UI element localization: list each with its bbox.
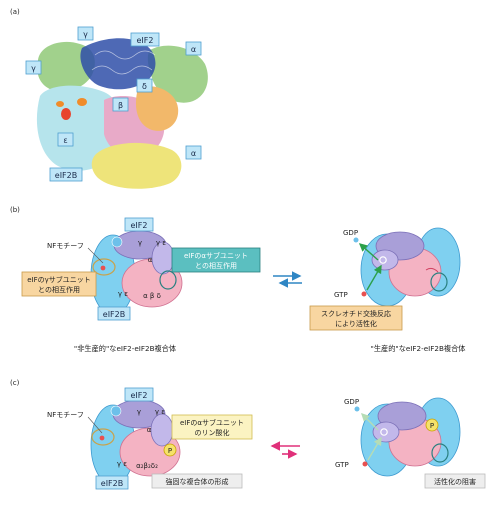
- alpha-phosphorylation-note: eIFのαサブユニット のリン酸化: [171, 414, 253, 440]
- activation-inhibition-note: 活性化の阻害: [424, 473, 486, 489]
- structure-label-epsilon: ε: [57, 132, 74, 147]
- gdp-label-b: GDP: [343, 229, 358, 237]
- caption-nonproductive: "非生産的"なeIF2-eIF2B複合体: [74, 344, 176, 353]
- svg-text:活性化の阻害: 活性化の阻害: [434, 477, 476, 486]
- svg-text:eIFのγサブユニット: eIFのγサブユニット: [27, 275, 91, 284]
- svg-text:スクレオチド交換反応: スクレオチド交換反応: [321, 309, 391, 318]
- svg-text:γ ε: γ ε: [155, 408, 165, 416]
- svg-text:β: β: [118, 101, 123, 110]
- svg-text:γ: γ: [137, 408, 141, 416]
- svg-text:γ: γ: [31, 64, 36, 73]
- svg-text:により活性化: により活性化: [335, 319, 377, 328]
- svg-text:eIF2B: eIF2B: [101, 479, 123, 488]
- caption-productive: "生産的"なeIF2-eIF2B複合体: [371, 344, 466, 353]
- complex-c-left: P γ γ ε α γ ε α₂β₂δ₂: [90, 399, 181, 486]
- svg-text:P: P: [168, 447, 172, 455]
- svg-text:δ: δ: [142, 82, 147, 91]
- structure-label-beta: β: [112, 97, 129, 112]
- svg-text:との相互作用: との相互作用: [195, 261, 237, 270]
- complex-b-right: [358, 227, 461, 307]
- svg-text:γ: γ: [83, 30, 88, 39]
- svg-text:のリン酸化: のリン酸化: [195, 428, 230, 437]
- svg-text:eIF2B: eIF2B: [55, 171, 77, 180]
- svg-text:γ ε: γ ε: [156, 239, 166, 247]
- eif2b-label-c: eIF2B: [95, 475, 129, 490]
- structure-label-delta: δ: [136, 78, 153, 93]
- eif2-label-b: eIF2: [124, 217, 154, 232]
- nf-motif-label-c: NFモチーフ: [47, 411, 84, 419]
- alpha-interaction-note: eIFのαサブユニット との相互作用: [171, 247, 261, 273]
- svg-text:強固な複合体の形成: 強固な複合体の形成: [166, 477, 229, 486]
- svg-text:γ: γ: [138, 239, 142, 247]
- svg-text:α: α: [191, 149, 196, 158]
- svg-text:γ ε: γ ε: [118, 290, 128, 298]
- nucleotide-exchange-note: スクレオチド交換反応 により活性化: [309, 305, 403, 331]
- gamma-interaction-note: eIFのγサブユニット との相互作用: [21, 271, 97, 297]
- structure-label-eif2: eIF2: [130, 32, 160, 47]
- structure-label-alpha-top: α: [185, 41, 202, 56]
- svg-text:α: α: [147, 426, 152, 434]
- svg-text:eIF2: eIF2: [131, 391, 148, 400]
- svg-text:との相互作用: との相互作用: [38, 285, 80, 294]
- nf-motif-label-b: NFモチーフ: [47, 242, 84, 250]
- equilibrium-arrows-c: [270, 441, 300, 459]
- structure-label-alpha-bottom: α: [185, 145, 202, 160]
- complex-c-right: P: [360, 397, 461, 477]
- eif2-label-c: eIF2: [124, 387, 154, 402]
- structure-label-gamma-top: γ: [77, 26, 94, 41]
- complex-b-left: γ γ ε α γ ε α β δ: [90, 230, 183, 316]
- svg-text:ε: ε: [63, 136, 67, 145]
- gtp-label-c: GTP: [335, 461, 349, 469]
- svg-text:γ ε: γ ε: [117, 460, 127, 468]
- panel-c-label: (c): [10, 379, 20, 387]
- gtp-label-b: GTP: [334, 291, 348, 299]
- panel-b-label: (b): [10, 206, 20, 214]
- svg-text:eIFのαサブユニット: eIFのαサブユニット: [184, 251, 248, 260]
- structure-label-gamma-left: γ: [25, 60, 42, 75]
- svg-text:eIFのαサブユニット: eIFのαサブユニット: [180, 418, 244, 427]
- svg-text:α: α: [191, 45, 196, 54]
- svg-text:eIF2: eIF2: [137, 36, 154, 45]
- svg-text:eIF2: eIF2: [131, 221, 148, 230]
- svg-text:P: P: [430, 422, 434, 430]
- structure-label-eif2b: eIF2B: [49, 167, 83, 182]
- svg-text:α₂β₂δ₂: α₂β₂δ₂: [136, 462, 158, 470]
- protein-structure-image: [36, 38, 208, 189]
- svg-text:eIF2B: eIF2B: [103, 310, 125, 319]
- panel-a-label: (a): [10, 8, 20, 16]
- svg-text:α: α: [148, 256, 153, 264]
- svg-text:α β δ: α β δ: [143, 292, 161, 300]
- eif2b-label-b: eIF2B: [97, 306, 131, 321]
- gdp-label-c: GDP: [344, 398, 359, 406]
- equilibrium-arrows-b: [273, 271, 302, 288]
- strong-complex-note: 強固な複合体の形成: [151, 473, 243, 489]
